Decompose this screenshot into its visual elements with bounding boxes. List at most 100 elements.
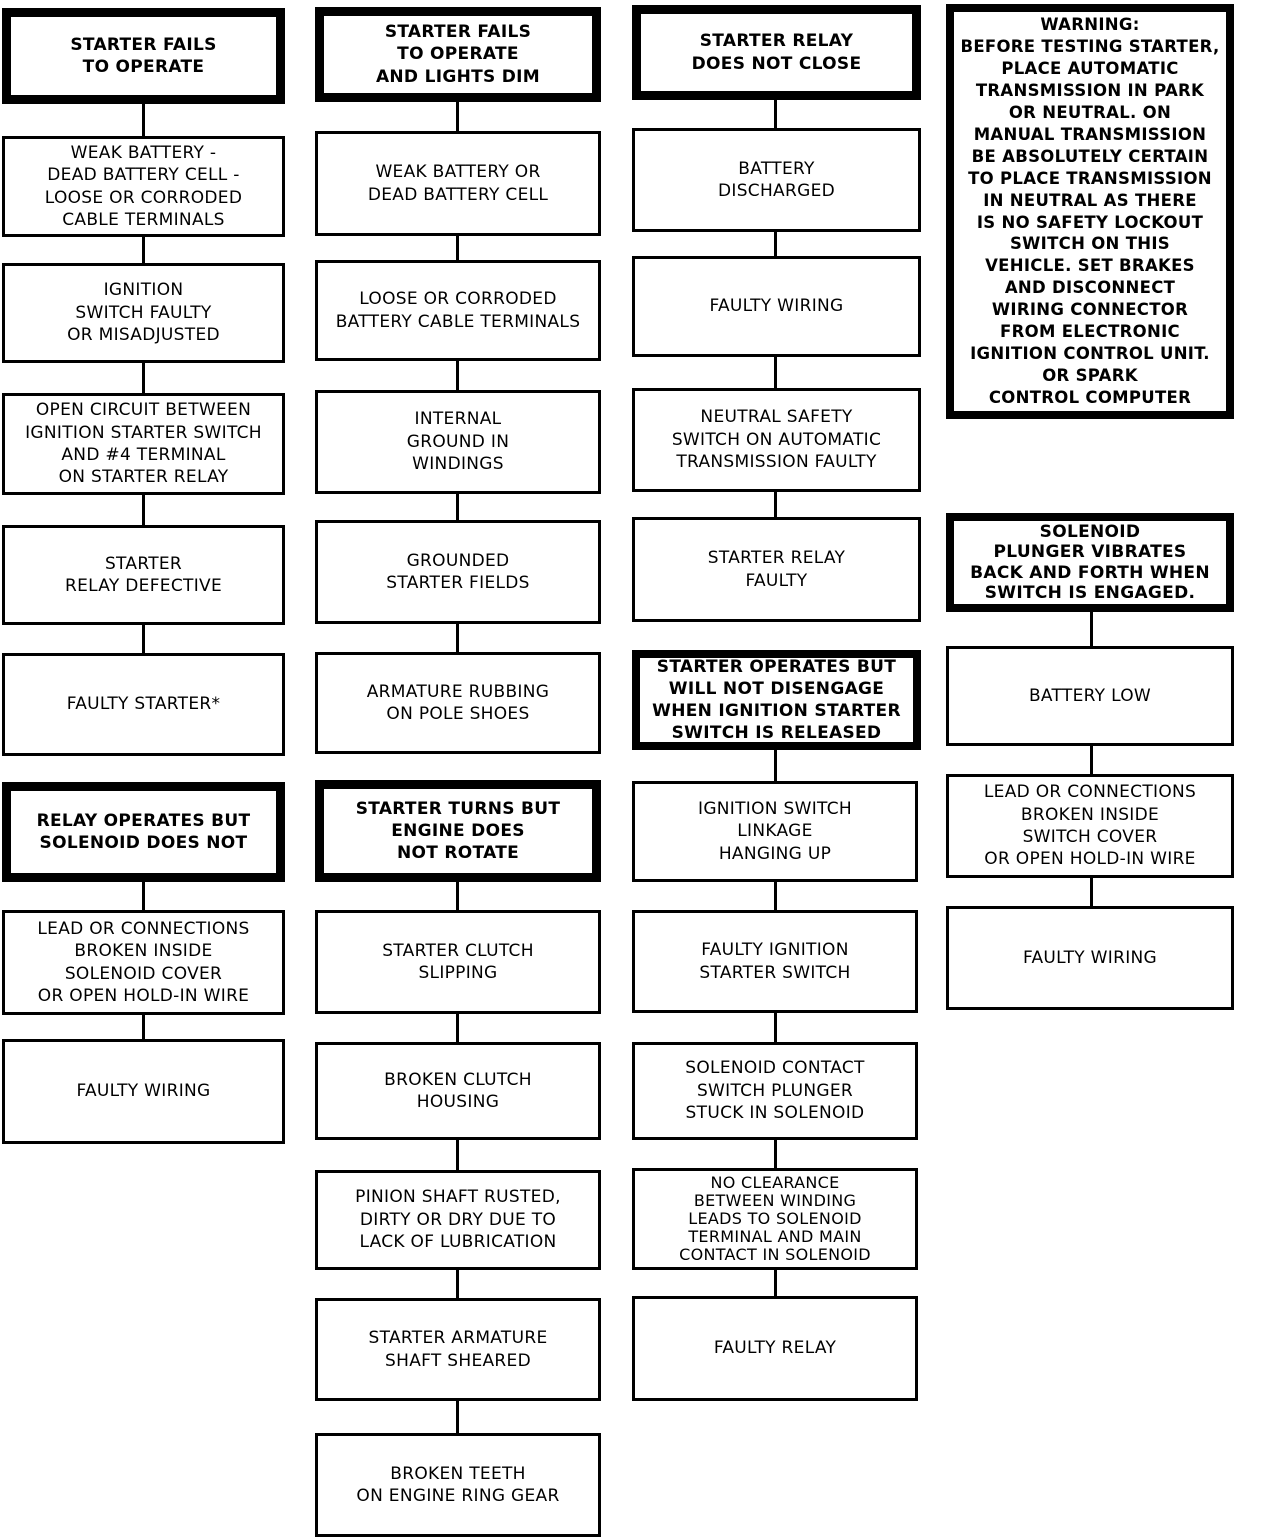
flow-step-text: BATTERY DISCHARGED <box>718 158 835 201</box>
connector <box>456 100 459 133</box>
flow-step-text: BROKEN TEETH ON ENGINE RING GEAR <box>356 1463 560 1506</box>
flow-step: IGNITION SWITCH LINKAGE HANGING UP <box>632 781 918 882</box>
connector <box>456 622 459 654</box>
flow-step-text: INTERNAL GROUND IN WINDINGS <box>406 409 510 475</box>
flow-step-text: FAULTY WIRING <box>709 296 844 317</box>
flow-step: LEAD OR CONNECTIONS BROKEN INSIDE SWITCH… <box>946 774 1234 878</box>
flow-step-text: FAULTY STARTER* <box>66 694 221 715</box>
flow-step-text: BROKEN CLUTCH HOUSING <box>384 1069 532 1112</box>
flow-step-text: STARTER CLUTCH SLIPPING <box>382 940 534 983</box>
flow-step: FAULTY WIRING <box>2 1039 285 1144</box>
flow-header-plunger-vibrates: SOLENOID PLUNGER VIBRATES BACK AND FORTH… <box>946 513 1234 612</box>
connector <box>774 98 777 130</box>
connector <box>774 355 777 390</box>
warning-box: WARNING: BEFORE TESTING STARTER, PLACE A… <box>946 4 1234 419</box>
flow-step-text: FAULTY WIRING <box>76 1081 211 1102</box>
connector <box>142 361 145 395</box>
connector <box>774 490 777 519</box>
flow-header-text: STARTER TURNS BUT ENGINE DOES NOT ROTATE <box>355 798 561 864</box>
connector <box>456 880 459 912</box>
connector <box>142 1013 145 1041</box>
warning-text: WARNING: BEFORE TESTING STARTER, PLACE A… <box>960 15 1220 407</box>
flow-step: GROUNDED STARTER FIELDS <box>315 520 601 624</box>
connector <box>456 1138 459 1172</box>
flow-step-text: GROUNDED STARTER FIELDS <box>386 550 530 593</box>
flow-step-text: SOLENOID CONTACT SWITCH PLUNGER STUCK IN… <box>685 1058 865 1124</box>
flow-step: NEUTRAL SAFETY SWITCH ON AUTOMATIC TRANS… <box>632 388 921 492</box>
flow-step-text: WEAK BATTERY OR DEAD BATTERY CELL <box>367 162 549 205</box>
connector <box>456 234 459 262</box>
flow-step-text: LEAD OR CONNECTIONS BROKEN INSIDE SOLENO… <box>37 918 250 1006</box>
flow-step: LOOSE OR CORRODED BATTERY CABLE TERMINAL… <box>315 260 601 361</box>
flow-step: BROKEN TEETH ON ENGINE RING GEAR <box>315 1433 601 1537</box>
flow-step-text: LEAD OR CONNECTIONS BROKEN INSIDE SWITCH… <box>983 782 1197 870</box>
flow-step-text: FAULTY WIRING <box>1022 947 1158 968</box>
flow-step: FAULTY WIRING <box>946 906 1234 1010</box>
flow-step: PINION SHAFT RUSTED, DIRTY OR DRY DUE TO… <box>315 1170 601 1270</box>
flow-step-text: IGNITION SWITCH FAULTY OR MISADJUSTED <box>67 280 220 346</box>
connector <box>774 1011 777 1044</box>
connector <box>142 880 145 912</box>
flow-step: BATTERY LOW <box>946 646 1234 746</box>
flow-step-text: NEUTRAL SAFETY SWITCH ON AUTOMATIC TRANS… <box>671 407 882 473</box>
flow-header-text: STARTER FAILS TO OPERATE <box>70 34 217 77</box>
flow-step: FAULTY RELAY <box>632 1296 918 1401</box>
flow-header-starter-fails: STARTER FAILS TO OPERATE <box>2 8 285 104</box>
flow-step-text: OPEN CIRCUIT BETWEEN IGNITION STARTER SW… <box>25 400 262 488</box>
flow-header-text: STARTER OPERATES BUT WILL NOT DISENGAGE … <box>652 656 901 744</box>
flow-step-text: STARTER ARMATURE SHAFT SHEARED <box>368 1328 548 1371</box>
flow-step-text: PINION SHAFT RUSTED, DIRTY OR DRY DUE TO… <box>355 1187 561 1253</box>
flow-step-text: ARMATURE RUBBING ON POLE SHOES <box>366 681 550 724</box>
flow-step: SOLENOID CONTACT SWITCH PLUNGER STUCK IN… <box>632 1042 918 1140</box>
connector <box>456 359 459 392</box>
flow-step-text: STARTER RELAY FAULTY <box>707 548 846 591</box>
flow-step-text: BATTERY LOW <box>1028 685 1152 706</box>
flow-step-text: WEAK BATTERY - DEAD BATTERY CELL - LOOSE… <box>44 142 243 230</box>
connector <box>456 1268 459 1300</box>
flow-step: BATTERY DISCHARGED <box>632 128 921 232</box>
connector <box>142 100 145 140</box>
flow-step: STARTER RELAY FAULTY <box>632 517 921 622</box>
flow-step: FAULTY WIRING <box>632 256 921 357</box>
flow-step: INTERNAL GROUND IN WINDINGS <box>315 390 601 494</box>
connector <box>1090 876 1093 908</box>
flow-header-text: RELAY OPERATES BUT SOLENOID DOES NOT <box>36 810 251 853</box>
connector <box>456 492 459 522</box>
flow-step-text: IGNITION SWITCH LINKAGE HANGING UP <box>698 798 852 864</box>
flow-header-engine-not-rotate: STARTER TURNS BUT ENGINE DOES NOT ROTATE <box>315 780 601 882</box>
flow-step: WEAK BATTERY - DEAD BATTERY CELL - LOOSE… <box>2 136 285 237</box>
flow-header-lights-dim: STARTER FAILS TO OPERATE AND LIGHTS DIM <box>315 7 601 102</box>
flow-header-relay-not-close: STARTER RELAY DOES NOT CLOSE <box>632 5 921 100</box>
connector <box>456 1012 459 1044</box>
flow-step-text: STARTER RELAY DEFECTIVE <box>64 553 222 596</box>
flow-header-text: SOLENOID PLUNGER VIBRATES BACK AND FORTH… <box>970 521 1210 603</box>
connector <box>774 1268 777 1298</box>
flow-step-text: FAULTY RELAY <box>713 1338 837 1359</box>
connector <box>1090 610 1093 648</box>
connector <box>774 748 777 783</box>
flow-step: OPEN CIRCUIT BETWEEN IGNITION STARTER SW… <box>2 393 285 495</box>
connector <box>774 880 777 912</box>
connector <box>142 235 145 265</box>
flow-step-text: NO CLEARANCE BETWEEN WINDING LEADS TO SO… <box>679 1173 871 1264</box>
connector <box>456 1399 459 1435</box>
connector <box>1090 744 1093 776</box>
connector <box>142 623 145 655</box>
flow-step: STARTER CLUTCH SLIPPING <box>315 910 601 1014</box>
flow-step: STARTER ARMATURE SHAFT SHEARED <box>315 1298 601 1401</box>
connector <box>774 1138 777 1170</box>
flow-step: FAULTY STARTER* <box>2 653 285 756</box>
flow-step: WEAK BATTERY OR DEAD BATTERY CELL <box>315 131 601 236</box>
flow-header-text: STARTER RELAY DOES NOT CLOSE <box>691 31 862 74</box>
flow-step-text: FAULTY IGNITION STARTER SWITCH <box>699 940 851 983</box>
flow-step: FAULTY IGNITION STARTER SWITCH <box>632 910 918 1013</box>
flow-header-not-disengage: STARTER OPERATES BUT WILL NOT DISENGAGE … <box>632 650 921 750</box>
flow-step: STARTER RELAY DEFECTIVE <box>2 525 285 625</box>
flow-header-relay-operates: RELAY OPERATES BUT SOLENOID DOES NOT <box>2 782 285 882</box>
flow-step: NO CLEARANCE BETWEEN WINDING LEADS TO SO… <box>632 1168 918 1270</box>
connector <box>774 230 777 258</box>
flow-header-text: STARTER FAILS TO OPERATE AND LIGHTS DIM <box>375 22 541 87</box>
flow-step: BROKEN CLUTCH HOUSING <box>315 1042 601 1140</box>
flow-step: LEAD OR CONNECTIONS BROKEN INSIDE SOLENO… <box>2 910 285 1015</box>
flow-step-text: LOOSE OR CORRODED BATTERY CABLE TERMINAL… <box>335 289 581 332</box>
